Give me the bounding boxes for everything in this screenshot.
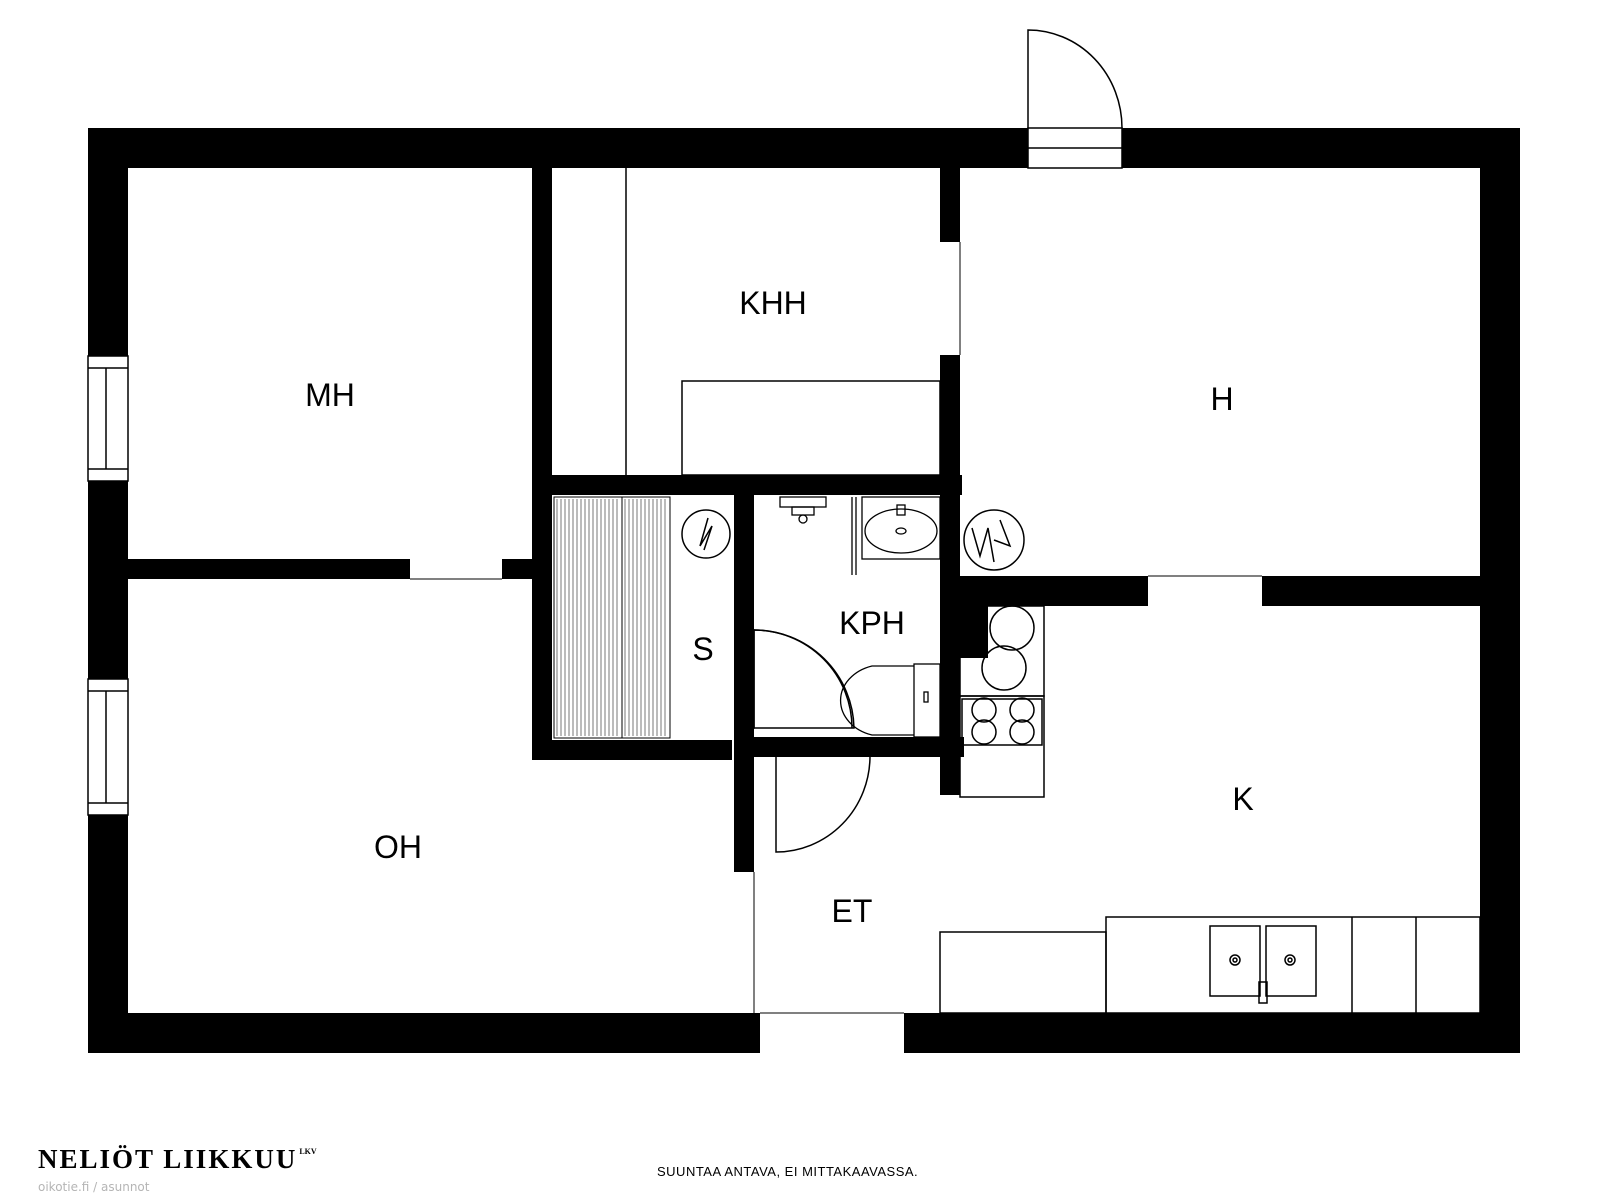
- washer-icon: [989, 605, 1035, 651]
- exterior-walls: [88, 128, 1520, 1053]
- kitchen-counter-right: [1105, 916, 1481, 1014]
- wall-s-bottom: [532, 740, 732, 760]
- closet-door-swing: [775, 755, 871, 853]
- wall-top-left: [88, 128, 1028, 168]
- source-watermark: oikotie.fi / asunnot: [38, 1180, 150, 1194]
- sauna-stove-icon: [681, 509, 731, 559]
- wall-mh-khh: [532, 168, 552, 760]
- khh-counter: [681, 380, 941, 476]
- stove-burner-icon: [971, 697, 997, 723]
- room-label-kph: KPH: [839, 605, 905, 641]
- kitchen-fixtures: [939, 605, 1481, 1014]
- room-label-et: ET: [832, 893, 873, 929]
- shower-drain-icon: [798, 514, 808, 524]
- brand-name: NELIÖT LIIKKUU: [38, 1144, 298, 1174]
- wall-kph-k: [940, 475, 960, 795]
- kitchen-sink-left: [1209, 925, 1261, 997]
- bathroom-door-swing: [753, 629, 853, 729]
- wall-khh-h-top: [940, 168, 960, 242]
- wall-et-oh: [734, 757, 754, 872]
- doors: [410, 29, 1262, 1014]
- kitchen-counter-left: [939, 931, 1107, 1014]
- wall-h-k-right: [1262, 576, 1480, 606]
- sauna-fixtures: [553, 496, 731, 739]
- windows: [87, 355, 129, 816]
- drain-icon: [1229, 954, 1241, 966]
- wall-corner-stub: [960, 606, 988, 658]
- brand-suffix: LKV: [299, 1147, 317, 1156]
- wall-kph-bottom: [734, 737, 964, 757]
- wall-right: [1480, 128, 1520, 1053]
- room-label-mh: MH: [305, 377, 355, 413]
- sink-icon: [864, 508, 938, 554]
- front-door-swing: [1027, 29, 1123, 129]
- fireplace-icon: [963, 509, 1025, 571]
- wall-khh-s: [552, 475, 962, 495]
- bathroom-fixtures: [779, 496, 941, 738]
- room-labels: MH KHH H S KPH OH K ET: [305, 285, 1254, 929]
- room-label-h: H: [1210, 381, 1233, 417]
- toilet-bowl-icon: [840, 665, 914, 736]
- window-mh: [87, 355, 129, 482]
- room-label-khh: KHH: [739, 285, 807, 321]
- shower-head: [779, 496, 827, 508]
- room-label-k: K: [1232, 781, 1253, 817]
- wall-khh-h-bottom: [940, 355, 960, 475]
- room-label-s: S: [692, 631, 713, 667]
- faucet-icon: [1258, 981, 1268, 1004]
- window-oh: [87, 678, 129, 816]
- sauna-bench-upper: [621, 496, 671, 739]
- sink-counter: [861, 496, 941, 560]
- wall-mh-oh-left: [128, 559, 410, 579]
- kitchen-sink-right: [1265, 925, 1317, 997]
- scale-disclaimer: SUUNTAA ANTAVA, EI MITTAKAAVASSA.: [657, 1164, 919, 1179]
- wall-h-k-left: [960, 576, 1148, 606]
- stove: [959, 695, 1045, 798]
- interior-walls: [128, 168, 1480, 872]
- sauna-bench-lower: [553, 496, 623, 739]
- toilet-tank: [913, 663, 941, 738]
- wall-bottom-right: [904, 1013, 1520, 1053]
- wall-top-right: [1122, 128, 1520, 168]
- wall-s-kph: [734, 495, 754, 745]
- sauna-bench-slats: [556, 499, 666, 736]
- closet-door-frame: [775, 737, 871, 757]
- wall-left-top: [88, 128, 128, 356]
- wall-left-middle: [88, 481, 128, 679]
- h-fixtures: [963, 509, 1025, 571]
- khh-fixtures: [625, 168, 941, 476]
- wall-bottom-left: [88, 1013, 760, 1053]
- room-label-oh: OH: [374, 829, 422, 865]
